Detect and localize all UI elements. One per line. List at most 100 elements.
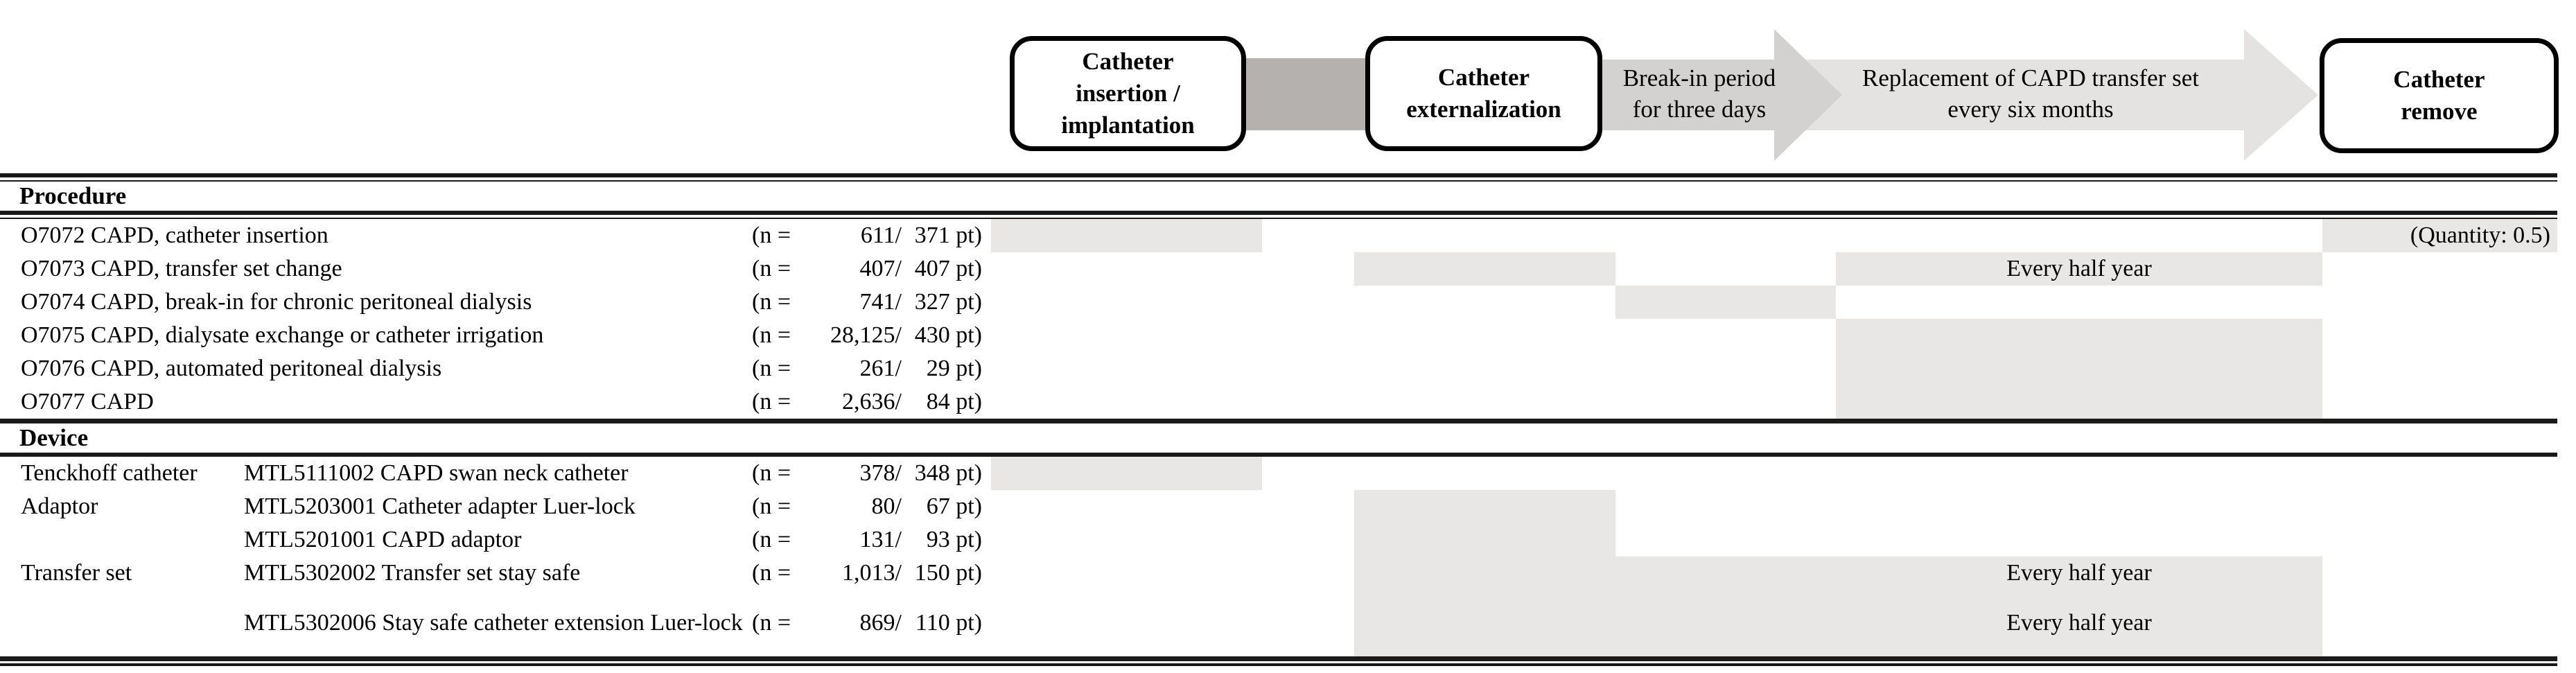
row-label: O7074 CAPD, break-in for chronic periton… bbox=[21, 289, 532, 315]
row-n-count: (n = 611/371 pt) bbox=[752, 219, 982, 252]
n-prefix: (n = bbox=[752, 222, 791, 248]
row-device-code: MTL5302006 Stay safe catheter extension … bbox=[244, 609, 743, 636]
flow-diagram bbox=[1246, 29, 2318, 161]
timeline-mark-insertion bbox=[991, 219, 1262, 252]
n-prefix: (n = bbox=[752, 460, 791, 486]
connector-bar bbox=[1246, 58, 1369, 130]
n-procedures: 741/ bbox=[859, 289, 902, 315]
n-procedures: 2,636/ bbox=[842, 389, 902, 414]
n-patients: 93 pt) bbox=[926, 527, 982, 552]
n-procedures: 407/ bbox=[859, 256, 902, 281]
section-header-rule bbox=[0, 211, 2557, 219]
n-prefix: (n = bbox=[752, 610, 791, 636]
row-label: Transfer set bbox=[21, 560, 132, 586]
timeline-mark-externalization bbox=[1354, 490, 1615, 523]
row-n-count: (n = 28,125/430 pt) bbox=[752, 319, 982, 352]
timeline-mark-replacement: Every half year bbox=[1836, 252, 2322, 286]
timeline-mark-externalization bbox=[1354, 523, 1615, 557]
row-device-code: MTL5201001 CAPD adaptor bbox=[244, 526, 522, 552]
n-procedures: 80/ bbox=[871, 493, 902, 519]
table-top-rule bbox=[0, 173, 2557, 182]
replacement-arrow-label: Replacement of CAPD transfer set every s… bbox=[1862, 64, 2199, 123]
n-patients: 430 pt) bbox=[914, 322, 982, 348]
timeline-mark-remove: (Quantity: 0.5) bbox=[2322, 219, 2557, 252]
row-label: Adaptor bbox=[21, 493, 98, 519]
table-row: MTL5201001 CAPD adaptor (n =131/93 pt) bbox=[0, 523, 2557, 557]
row-n-count: (n =869/110 pt) bbox=[752, 590, 982, 656]
table-row: Tenckhoff catheter MTL5111002 CAPD swan n… bbox=[0, 457, 2557, 490]
table-row: O7072 CAPD, catheter insertion (n = 611/37… bbox=[0, 219, 2557, 252]
timeline-mark-replacement bbox=[1836, 385, 2322, 419]
n-procedures: 28,125/ bbox=[830, 322, 902, 348]
timeline-mark-insertion bbox=[991, 457, 1262, 490]
section-divider-rule bbox=[0, 419, 2557, 423]
row-device-code: MTL5203001 Catheter adapter Luer-lock bbox=[244, 493, 636, 519]
n-patients: 150 pt) bbox=[914, 560, 982, 586]
n-patients: 371 pt) bbox=[914, 222, 982, 248]
breakin-arrow-label: Break-in period for three days bbox=[1622, 64, 1776, 123]
row-n-count: (n = 261/29 pt) bbox=[752, 352, 982, 385]
n-prefix: (n = bbox=[752, 356, 791, 381]
flow-box-remove: Catheter remove bbox=[2320, 38, 2559, 153]
row-device-code: MTL5111002 CAPD swan neck catheter bbox=[244, 460, 629, 486]
timeline-mark-replacement bbox=[1836, 319, 2322, 352]
row-n-count: (n = 80/67 pt) bbox=[752, 490, 982, 523]
n-prefix: (n = bbox=[752, 256, 791, 281]
row-n-count: (n = 1,013/150 pt) bbox=[752, 557, 982, 590]
section-header-device: Device bbox=[19, 424, 89, 451]
flow-box-externalization: Catheter externalization bbox=[1365, 36, 1602, 151]
n-patients: 407 pt) bbox=[914, 256, 982, 281]
row-label: O7076 CAPD, automated peritoneal dialysi… bbox=[21, 356, 442, 381]
n-prefix: (n = bbox=[752, 389, 791, 414]
breakin-arrow bbox=[1602, 29, 1842, 161]
table-bottom-rule bbox=[0, 656, 2557, 666]
table-row: O7075 CAPD, dialysate exchange or cathet… bbox=[0, 319, 2557, 352]
n-patients: 67 pt) bbox=[926, 493, 982, 519]
section-header-procedure: Procedure bbox=[19, 182, 127, 209]
n-patients: 29 pt) bbox=[926, 356, 982, 381]
row-n-count: (n =131/93 pt) bbox=[752, 523, 982, 557]
row-n-count: (n = 407/407 pt) bbox=[752, 252, 982, 286]
table-row: MTL5302006 Stay safe catheter extension … bbox=[0, 590, 2557, 656]
timeline-mark-extern_to_replacement: Every half year bbox=[1354, 590, 2322, 656]
table-row: Adaptor MTL5203001 Catheter adapter Luer-… bbox=[0, 490, 2557, 523]
n-procedures: 261/ bbox=[859, 356, 902, 381]
n-patients: 327 pt) bbox=[914, 289, 982, 315]
timeline-mark-externalization bbox=[1354, 252, 1615, 286]
timeline-mark-label: Every half year bbox=[2006, 610, 2152, 636]
row-device-code: MTL5302002 Transfer set stay safe bbox=[244, 559, 581, 586]
n-prefix: (n = bbox=[752, 322, 791, 348]
table-row: O7077 CAPD (n = 2,636/84 pt) bbox=[0, 385, 2557, 419]
row-label: Tenckhoff catheter bbox=[21, 460, 198, 486]
timeline-mark-label: Every half year bbox=[2006, 560, 2152, 586]
row-label bbox=[21, 590, 241, 656]
n-patients: 348 pt) bbox=[914, 460, 982, 486]
section-header-rule bbox=[0, 453, 2557, 457]
timeline-mark-label: (Quantity: 0.5) bbox=[2410, 222, 2550, 248]
timeline-mark-replacement bbox=[1836, 352, 2322, 385]
n-patients: 84 pt) bbox=[926, 389, 982, 414]
timeline-mark-breakin bbox=[1615, 286, 1836, 319]
n-procedures: 378/ bbox=[859, 460, 902, 486]
n-prefix: (n = bbox=[752, 289, 791, 315]
row-label: O7077 CAPD bbox=[21, 389, 154, 414]
n-prefix: (n = bbox=[752, 527, 791, 552]
row-label: O7073 CAPD, transfer set change bbox=[21, 256, 342, 281]
flow-box-insertion: Catheter insertion / implantation bbox=[1010, 36, 1246, 151]
row-n-count: (n = 378/348 pt) bbox=[752, 457, 982, 490]
row-label bbox=[21, 523, 241, 557]
n-prefix: (n = bbox=[752, 493, 791, 519]
n-patients: 110 pt) bbox=[915, 610, 982, 636]
table-row: O7073 CAPD, transfer set change (n = 407/4… bbox=[0, 252, 2557, 286]
n-prefix: (n = bbox=[752, 560, 791, 586]
row-n-count: (n = 741/327 pt) bbox=[752, 286, 982, 319]
n-procedures: 611/ bbox=[860, 222, 902, 248]
timeline-mark-extern_to_replacement: Every half year bbox=[1354, 557, 2322, 590]
table-row: Transfer set MTL5302002 Transfer set stay… bbox=[0, 557, 2557, 590]
row-label: O7075 CAPD, dialysate exchange or cathet… bbox=[21, 322, 544, 348]
row-label: O7072 CAPD, catheter insertion bbox=[21, 222, 328, 248]
n-procedures: 1,013/ bbox=[842, 560, 902, 586]
table-row: O7076 CAPD, automated peritoneal dialysi… bbox=[0, 352, 2557, 385]
